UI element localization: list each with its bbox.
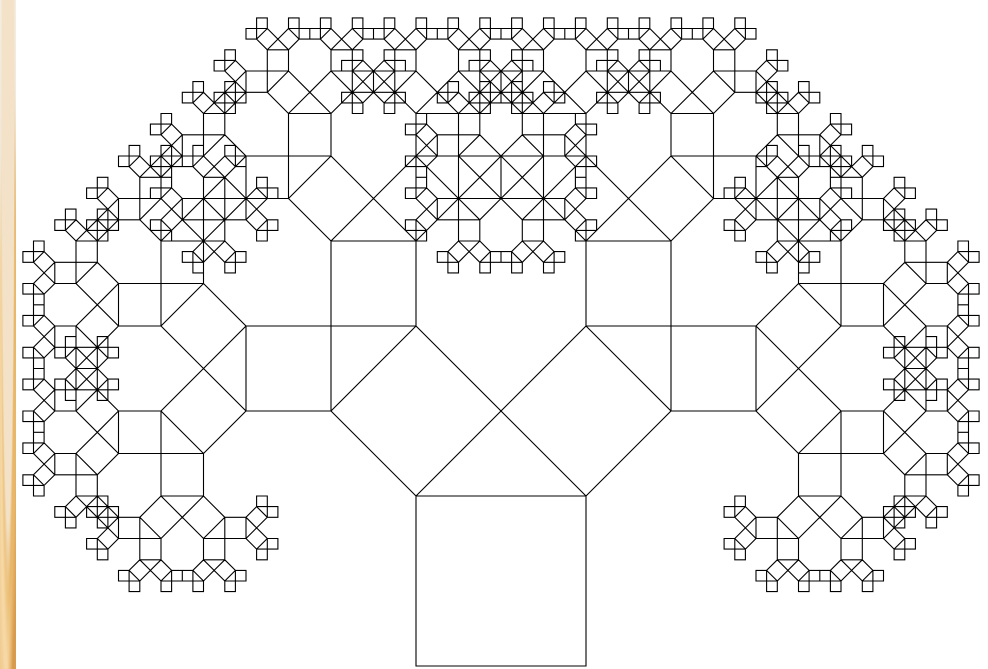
tree-squares [23,18,979,666]
tree-square-outlines [23,18,979,666]
